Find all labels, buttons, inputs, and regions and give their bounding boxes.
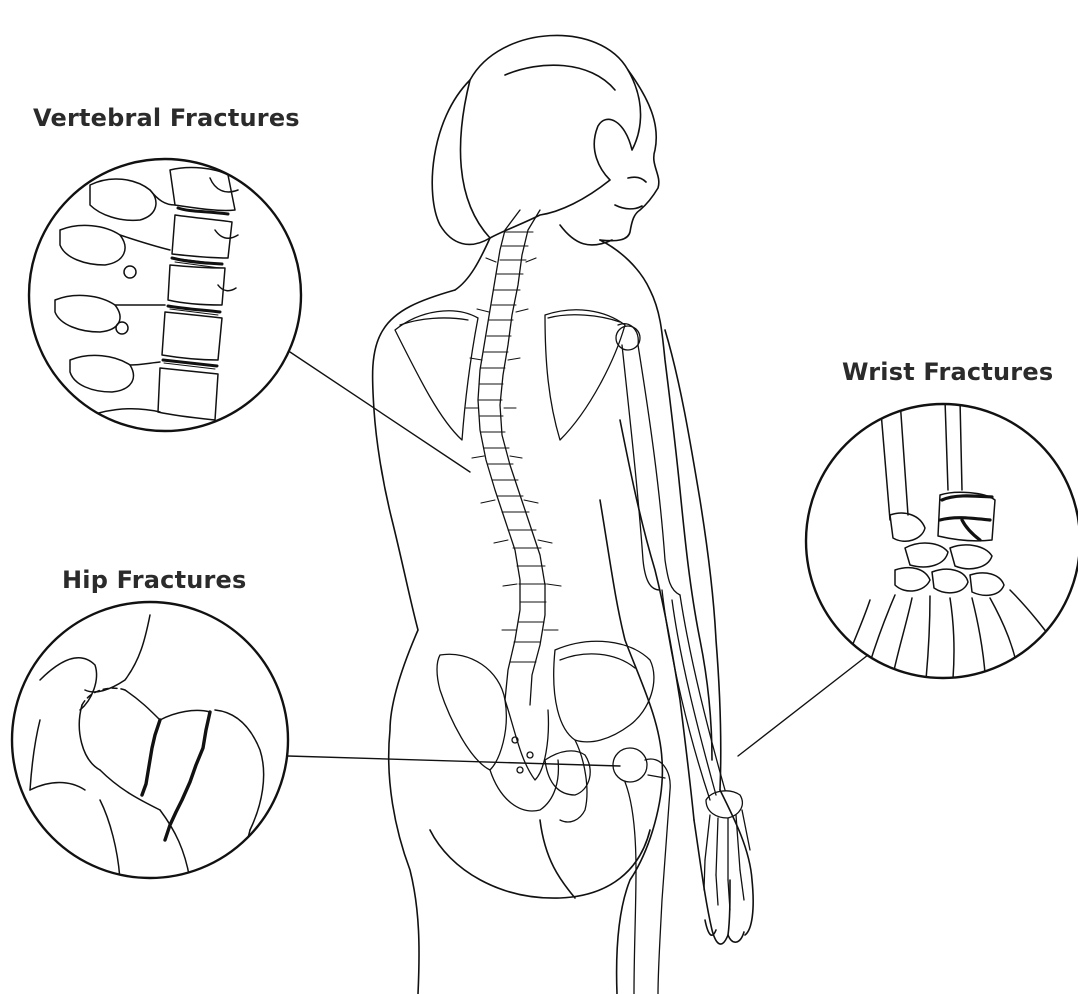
hip-inset	[12, 602, 288, 890]
vertebral-fractures-label: Vertebral Fractures	[33, 104, 300, 132]
wrist-leader-line	[738, 655, 868, 756]
wrist-inset	[806, 400, 1078, 690]
hip-leader-line	[288, 756, 620, 766]
skeleton	[395, 210, 750, 994]
vertebral-inset	[29, 159, 301, 431]
pelvis	[437, 641, 670, 994]
wrist-fractures-label: Wrist Fractures	[842, 358, 1053, 386]
body-outline	[373, 35, 754, 994]
hand-bones	[704, 791, 750, 910]
hip-fractures-label: Hip Fractures	[62, 566, 247, 594]
spine	[466, 210, 561, 705]
vertebral-leader-line	[290, 352, 470, 472]
